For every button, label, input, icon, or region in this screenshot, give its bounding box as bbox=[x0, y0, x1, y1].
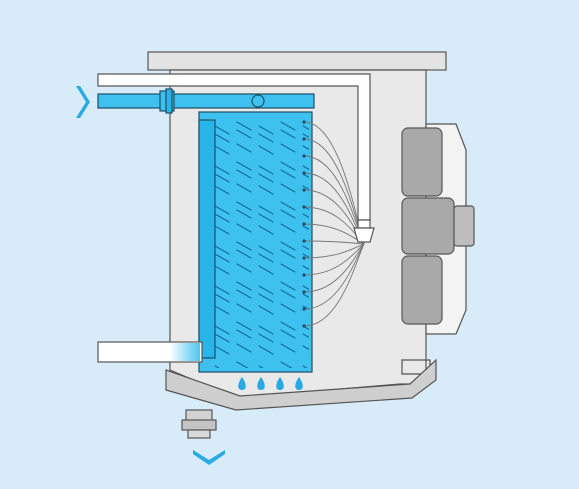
water-drop-icon bbox=[276, 377, 284, 390]
inlet-valve bbox=[159, 88, 265, 114]
tube-port bbox=[302, 256, 306, 260]
chevron-right-icon bbox=[76, 86, 90, 118]
chevron-down-icon bbox=[193, 450, 225, 465]
distributor-tube bbox=[303, 243, 365, 293]
inlet-tube bbox=[97, 93, 315, 109]
coil-side-plate bbox=[198, 119, 216, 359]
tube-port bbox=[302, 120, 306, 124]
water-drop-icon bbox=[295, 377, 303, 390]
outlet-pipe-shade bbox=[170, 343, 200, 361]
water-drops bbox=[238, 377, 303, 390]
tube-port bbox=[302, 324, 306, 328]
distributor-tube bbox=[303, 243, 365, 327]
distributor-nozzle bbox=[353, 219, 375, 243]
tube-port bbox=[302, 205, 306, 209]
fan-blade-top bbox=[401, 127, 443, 197]
tube-port bbox=[302, 239, 306, 243]
distributor-tube bbox=[303, 243, 365, 259]
tube-port bbox=[302, 290, 306, 294]
housing-top-lid bbox=[147, 51, 447, 71]
fan-assembly bbox=[401, 123, 475, 335]
tube-port bbox=[302, 307, 306, 311]
distributor-tube bbox=[303, 240, 365, 245]
tube-port bbox=[302, 154, 306, 158]
drain-fitting bbox=[181, 409, 217, 439]
tube-port bbox=[302, 137, 306, 141]
tube-port bbox=[302, 188, 306, 192]
evaporator-fin-pattern bbox=[209, 118, 309, 368]
distributor-tube bbox=[303, 243, 365, 276]
distributor-tube bbox=[303, 243, 365, 310]
tube-port bbox=[302, 171, 306, 175]
drain-pan bbox=[165, 358, 437, 411]
water-drop-icon bbox=[257, 377, 265, 390]
fan-blade-middle bbox=[401, 197, 455, 255]
fan-hub bbox=[453, 205, 475, 247]
fan-blade-bottom bbox=[401, 255, 443, 325]
water-drop-icon bbox=[238, 377, 246, 390]
tube-port bbox=[302, 273, 306, 277]
tube-port bbox=[302, 222, 306, 226]
